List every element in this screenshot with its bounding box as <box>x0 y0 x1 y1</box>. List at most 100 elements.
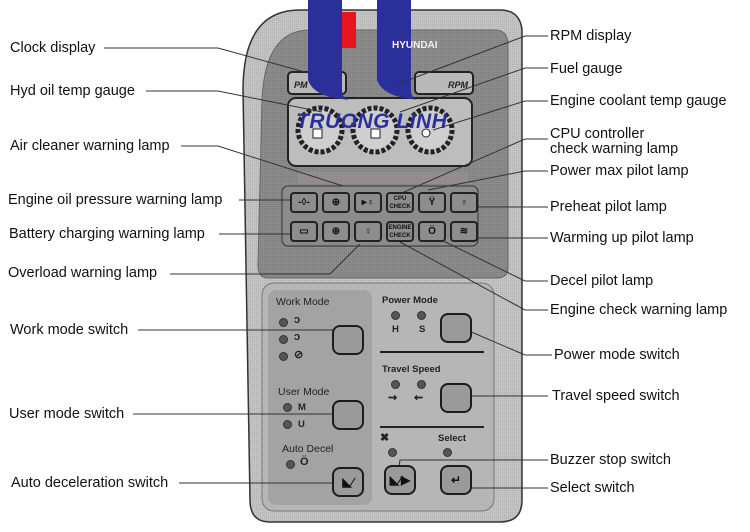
preheat-lamp: ♁ <box>450 192 478 213</box>
fuel-gauge <box>350 105 400 155</box>
user-mode-led-u <box>283 420 292 429</box>
warming-up-lamp: ≋ <box>450 221 478 242</box>
callout-preheat-lamp: Preheat pilot lamp <box>550 199 667 215</box>
buzzer-stop-icon: ◣∕▶ <box>389 473 411 487</box>
callout-decel-pilot-lamp: Decel pilot lamp <box>550 273 654 289</box>
overload-indicator-icon: ▸♁ <box>361 196 375 208</box>
engine-check-icon: ENGINE CHECK <box>388 224 412 239</box>
air-cleaner-icon: ⊕ <box>331 196 341 208</box>
callout-battery-charging-lamp: Battery charging warning lamp <box>9 226 205 242</box>
callout-overload-lamp: Overload warning lamp <box>8 265 158 281</box>
enter-arrow-icon: ↵ <box>450 473 462 487</box>
user-mode-m-label: M <box>298 402 306 413</box>
auto-decel-led <box>286 460 295 469</box>
callout-hyd-oil-temp-gauge: Hyd oil temp gauge <box>10 83 135 99</box>
air-cleaner-lamp: ⊕ <box>322 192 350 213</box>
battery-charging-lamp: ▭ <box>290 221 318 242</box>
travel-speed-switch[interactable] <box>440 383 472 413</box>
callout-power-mode-switch: Power mode switch <box>554 347 680 363</box>
travel-speed-led-high <box>417 380 426 389</box>
decel-icon: Ö <box>428 225 436 237</box>
auto-decel-button-icon: ◣∕ <box>342 475 354 489</box>
power-mode-led-s <box>417 311 426 320</box>
callout-fuel-gauge: Fuel gauge <box>550 61 623 77</box>
preheat-icon: ♁ <box>460 196 468 208</box>
work-mode-title: Work Mode <box>276 296 330 308</box>
user-mode-u-label: U <box>298 419 305 430</box>
engine-oil-pressure-icon: -◊- <box>298 196 310 208</box>
auto-decel-switch[interactable]: ◣∕ <box>332 467 364 497</box>
engine-check-lamp: ENGINE CHECK <box>386 221 414 242</box>
buzzer-mute-icon: ✖ <box>380 432 390 444</box>
overload-hook-icon: ♀ <box>364 225 372 237</box>
travel-speed-led-low <box>391 380 400 389</box>
leader-lines <box>104 35 552 489</box>
rpm-window-text: RPM <box>448 80 469 90</box>
callout-buzzer-stop-switch: Buzzer stop switch <box>550 452 671 468</box>
lamp-strip <box>298 172 468 184</box>
svg-text:TRUONG LINH: TRUONG LINH <box>296 110 448 133</box>
work-mode-led-1 <box>279 318 288 327</box>
auto-decel-title: Auto Decel <box>282 443 334 455</box>
power-mode-led-h <box>391 311 400 320</box>
bucket-general-icon: ↄ <box>294 331 301 343</box>
hyd-oil-gauge <box>295 105 345 155</box>
coolant-gauge <box>405 105 455 155</box>
user-mode-led-m <box>283 403 292 412</box>
callout-auto-decel-switch: Auto deceleration switch <box>11 475 169 491</box>
power-mode-s-label: S <box>419 324 426 335</box>
decel-knob-icon: Ö <box>300 456 309 468</box>
work-mode-led-3 <box>279 352 288 361</box>
buzzer-stop-switch[interactable]: ◣∕▶ <box>384 465 416 495</box>
gauge-bezel <box>287 97 473 167</box>
brand-label: HYUNDAI <box>392 40 438 51</box>
select-switch[interactable]: ↵ <box>440 465 472 495</box>
select-led <box>443 448 452 457</box>
work-mode-led-2 <box>279 335 288 344</box>
callout-rpm-display: RPM display <box>550 28 632 44</box>
turtle-icon: ⇝ <box>388 392 398 404</box>
breaker-icon: ⊘ <box>294 349 304 361</box>
work-mode-switch[interactable] <box>332 325 364 355</box>
user-mode-title: User Mode <box>278 386 330 398</box>
decel-pilot-lamp: Ö <box>418 221 446 242</box>
battery-icon: ▭ <box>299 225 309 237</box>
callout-work-mode-switch: Work mode switch <box>10 322 129 338</box>
callout-user-mode-switch: User mode switch <box>9 406 125 422</box>
cpu-check-lamp: CPU CHECK <box>386 192 414 213</box>
callout-cpu-check-lamp: CPU controller check warning lamp <box>550 127 678 157</box>
callout-select-switch: Select switch <box>550 480 635 496</box>
cpu-check-icon: CPU CHECK <box>389 195 411 210</box>
overload-warning-lamp: ♀ <box>354 221 382 242</box>
callout-travel-speed-switch: Travel speed switch <box>552 388 680 404</box>
power-mode-h-label: H <box>392 324 399 335</box>
callout-power-max-lamp: Power max pilot lamp <box>550 163 689 179</box>
callout-coolant-temp-gauge: Engine coolant temp gauge <box>550 93 727 109</box>
callout-cpu-line-1: CPU controller <box>550 126 645 142</box>
callout-engine-oil-pressure-lamp: Engine oil pressure warning lamp <box>8 192 223 208</box>
user-mode-switch[interactable] <box>332 400 364 430</box>
lock-icon: ⊕ <box>331 225 341 237</box>
callout-air-cleaner-lamp: Air cleaner warning lamp <box>10 138 170 154</box>
power-max-icon: Ϋ <box>428 196 436 208</box>
travel-speed-title: Travel Speed <box>382 364 441 375</box>
watermark-logo: TRUONG LINH <box>296 0 448 133</box>
power-max-lamp: Ϋ <box>418 192 446 213</box>
warming-up-icon: ≋ <box>459 225 469 237</box>
rpm-window <box>414 71 474 95</box>
callout-cpu-line-2: check warning lamp <box>550 141 679 157</box>
clock-window <box>287 71 347 95</box>
select-title: Select <box>438 433 466 444</box>
rabbit-icon: ⇜ <box>414 392 424 404</box>
callout-warming-up-lamp: Warming up pilot lamp <box>550 230 694 246</box>
bucket-heavy-icon: ↄ <box>294 314 301 326</box>
power-mode-title: Power Mode <box>382 295 438 306</box>
power-mode-switch[interactable] <box>440 313 472 343</box>
overload-indicator-lamp: ▸♁ <box>354 192 382 213</box>
clock-window-text: PM <box>294 80 308 90</box>
lock-lamp: ⊕ <box>322 221 350 242</box>
buzzer-led <box>388 448 397 457</box>
engine-oil-pressure-lamp: -◊- <box>290 192 318 213</box>
callout-engine-check-lamp: Engine check warning lamp <box>550 302 728 318</box>
